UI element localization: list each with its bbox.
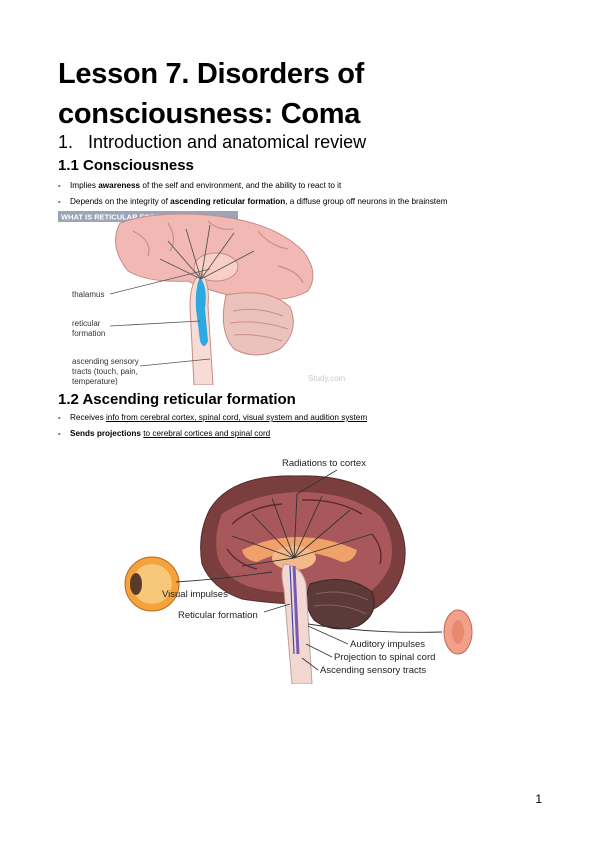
bullet-bold: Sends projections bbox=[70, 429, 141, 438]
page-number: 1 bbox=[535, 792, 542, 806]
bullet-text: of the self and environment, and the abi… bbox=[140, 181, 342, 190]
bullet-dash: - bbox=[58, 429, 61, 438]
bullet-bold: awareness bbox=[98, 181, 141, 190]
subsection-heading-reticular: 1.2 Ascending reticular formation bbox=[58, 391, 296, 408]
label-radiations: Radiations to cortex bbox=[282, 458, 366, 469]
page-title: Lesson 7. Disorders of consciousness: Co… bbox=[58, 58, 365, 130]
label-reticular-formation: Reticular formation bbox=[178, 610, 258, 621]
section-heading-1: 1. Introduction and anatomical review bbox=[58, 131, 366, 153]
bullet-integrity: -Depends on the integrity of ascending r… bbox=[58, 196, 447, 207]
bullet-sends: -Sends projections to cerebral cortices … bbox=[58, 428, 270, 439]
bullet-bold: ascending reticular formation bbox=[170, 197, 286, 206]
brain-pathway-diagram: Radiations to cortex Visual impulses Ret… bbox=[124, 458, 473, 685]
subsection-heading-consciousness: 1.1 Consciousness bbox=[58, 157, 194, 174]
label-formation: formation bbox=[72, 329, 105, 338]
figure-banner-text: WHAT IS RETICULAR FORMATION? bbox=[61, 213, 189, 222]
brain-sagittal-diagram: WHAT IS RETICULAR FORMATION? thalamus re… bbox=[58, 211, 535, 385]
label-reticular: reticular bbox=[72, 319, 101, 328]
bullet-underline: info from cerebral cortex, spinal cord, … bbox=[105, 413, 368, 422]
label-auditory: Auditory impulses bbox=[350, 639, 425, 650]
bullet-dash: - bbox=[58, 181, 61, 190]
label-visual: Visual impulses bbox=[162, 589, 228, 600]
section-title: Introduction and anatomical review bbox=[88, 132, 367, 152]
bullet-text: Implies bbox=[70, 181, 99, 190]
reticular-formation-figure: WHAT IS RETICULAR FORMATION? thalamus re… bbox=[58, 211, 535, 385]
label-thalamus: thalamus bbox=[72, 290, 104, 299]
bullet-underline: to cerebral cortices and spinal cord bbox=[143, 429, 271, 438]
bullet-dash: - bbox=[58, 197, 61, 206]
reticular-formation-highlight bbox=[195, 277, 208, 346]
bullet-dash: - bbox=[58, 413, 61, 422]
ascending-reticular-figure: Radiations to cortex Visual impulses Ret… bbox=[122, 454, 478, 685]
label-projection: Projection to spinal cord bbox=[334, 652, 435, 663]
label-ascending-3: temperature) bbox=[72, 377, 118, 385]
bullet-receives: -Receives info from cerebral cortex, spi… bbox=[58, 412, 367, 423]
bullet-text: Depends on the integrity of bbox=[70, 197, 171, 206]
label-ascending-tracts: Ascending sensory tracts bbox=[320, 665, 426, 676]
label-ascending-2: tracts (touch, pain, bbox=[72, 367, 138, 376]
bullet-awareness: -Implies awareness of the self and envir… bbox=[58, 180, 341, 191]
section-number: 1. bbox=[58, 132, 74, 152]
bullet-text: , a diffuse group off neurons in the bra… bbox=[285, 197, 448, 206]
label-ascending-1: ascending sensory bbox=[72, 357, 139, 366]
bullet-text: Receives bbox=[70, 413, 106, 422]
watermark: Study.com bbox=[308, 374, 346, 383]
